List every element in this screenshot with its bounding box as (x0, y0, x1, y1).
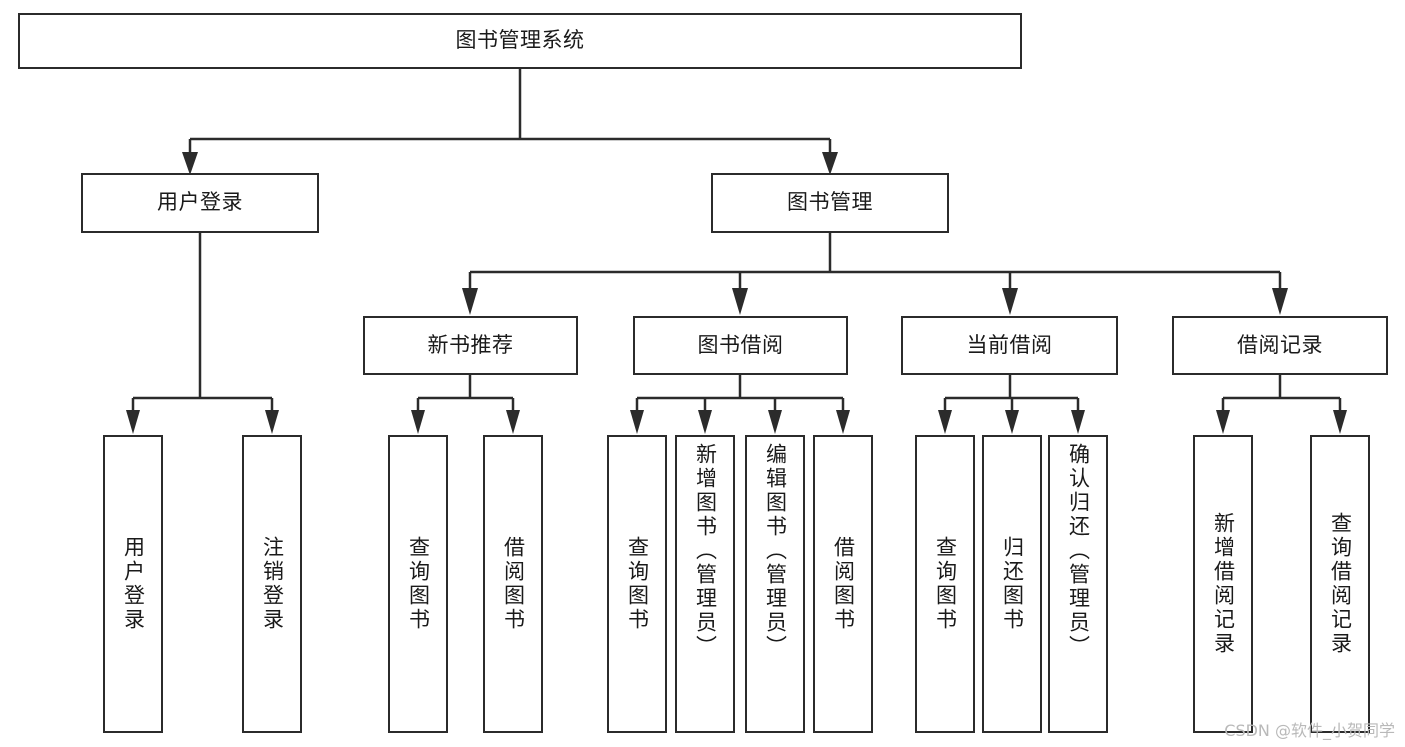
leaf-recommend-borrow-book[interactable]: 借阅图书 (483, 435, 543, 733)
node-new-book-recommend[interactable]: 新书推荐 (363, 316, 578, 375)
leaf-current-query-book-label: 查询图书 (933, 536, 958, 632)
node-user-login-label: 用户登录 (157, 190, 243, 215)
leaf-borrow-query-book-label: 查询图书 (625, 536, 650, 632)
leaf-records-query-record[interactable]: 查询借阅记录 (1310, 435, 1370, 733)
node-user-login[interactable]: 用户登录 (81, 173, 319, 233)
node-borrow-records[interactable]: 借阅记录 (1172, 316, 1388, 375)
node-root-label: 图书管理系统 (455, 28, 585, 53)
leaf-user-login-signout[interactable]: 注销登录 (242, 435, 302, 733)
leaf-user-login-signin-label: 用户登录 (121, 536, 146, 632)
node-book-borrow[interactable]: 图书借阅 (633, 316, 848, 375)
node-current-borrow-label: 当前借阅 (966, 332, 1053, 357)
leaf-current-confirm-return[interactable]: 确认归还（管理员） (1048, 435, 1108, 733)
node-root[interactable]: 图书管理系统 (18, 13, 1022, 69)
leaf-current-query-book[interactable]: 查询图书 (915, 435, 975, 733)
leaf-borrow-query-book[interactable]: 查询图书 (607, 435, 667, 733)
watermark-text: CSDN @软件_小贺同学 (1224, 721, 1395, 740)
leaf-records-query-record-label: 查询借阅记录 (1328, 512, 1353, 656)
leaf-borrow-edit-book-label: 编辑图书（管理员） (763, 443, 788, 659)
leaf-user-login-signout-label: 注销登录 (260, 536, 285, 632)
node-current-borrow[interactable]: 当前借阅 (901, 316, 1118, 375)
leaf-borrow-add-book[interactable]: 新增图书（管理员） (675, 435, 735, 733)
leaf-user-login-signin[interactable]: 用户登录 (103, 435, 163, 733)
leaf-recommend-query-book[interactable]: 查询图书 (388, 435, 448, 733)
node-book-management[interactable]: 图书管理 (711, 173, 949, 233)
leaf-borrow-edit-book[interactable]: 编辑图书（管理员） (745, 435, 805, 733)
leaf-records-add-record-label: 新增借阅记录 (1211, 512, 1236, 656)
leaf-recommend-query-book-label: 查询图书 (406, 536, 431, 632)
node-new-book-recommend-label: 新书推荐 (427, 332, 514, 357)
leaf-current-return-book-label: 归还图书 (1000, 536, 1025, 632)
leaf-current-return-book[interactable]: 归还图书 (982, 435, 1042, 733)
leaf-borrow-add-book-label: 新增图书（管理员） (693, 443, 718, 659)
leaf-records-add-record[interactable]: 新增借阅记录 (1193, 435, 1253, 733)
leaf-borrow-borrow-book-label: 借阅图书 (831, 536, 856, 632)
node-book-management-label: 图书管理 (787, 190, 873, 215)
leaf-recommend-borrow-book-label: 借阅图书 (501, 536, 526, 632)
node-book-borrow-label: 图书借阅 (697, 332, 784, 357)
leaf-borrow-borrow-book[interactable]: 借阅图书 (813, 435, 873, 733)
node-borrow-records-label: 借阅记录 (1237, 332, 1323, 357)
leaf-current-confirm-return-label: 确认归还（管理员） (1066, 443, 1091, 659)
